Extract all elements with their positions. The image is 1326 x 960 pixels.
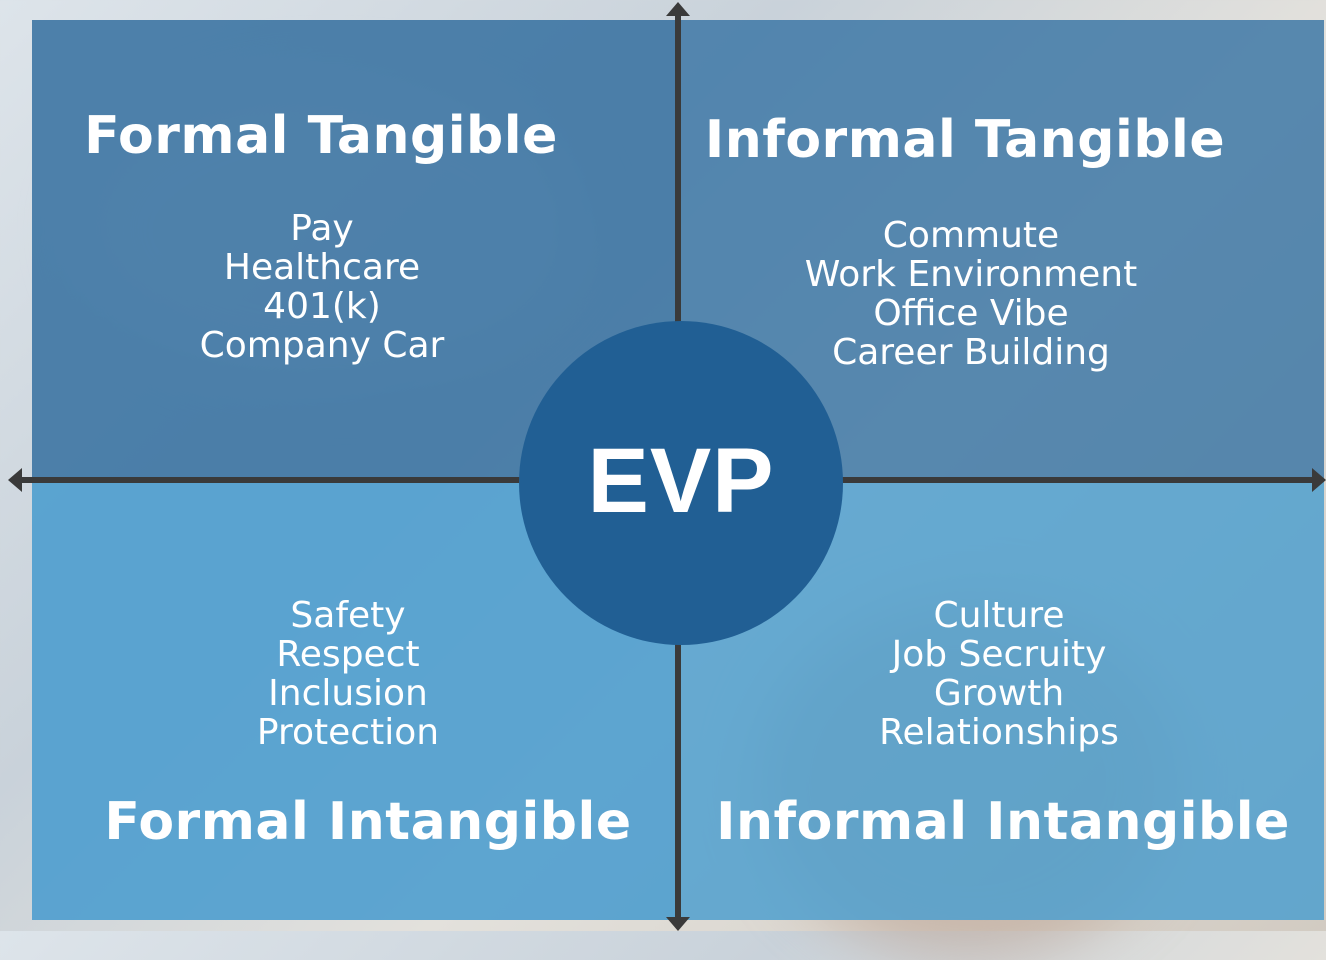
informal-tangible-item-list: Commute Work Environment Office Vibe Car… [648, 216, 1294, 372]
arrow-up-icon [666, 2, 690, 16]
informal-intangible-item-list: Culture Job Secruity Growth Relationship… [676, 596, 1322, 752]
formal-tangible-item-list: Pay Healthcare 401(k) Company Car [0, 209, 645, 365]
arrow-right-icon [1312, 468, 1326, 492]
list-item: Relationships [879, 712, 1119, 753]
quadrant-formal-intangible: Safety Respect Inclusion Protection Form… [32, 480, 678, 920]
list-item: Career Building [832, 332, 1110, 373]
list-item: Company Car [199, 325, 445, 366]
quadrant-title-informal-intangible: Informal Intangible [716, 792, 1290, 852]
list-item: Pay [290, 208, 354, 249]
list-item: Office Vibe [873, 293, 1069, 334]
quadrant-title-formal-tangible: Formal Tangible [84, 106, 558, 166]
arrow-left-icon [8, 468, 22, 492]
list-item: Growth [933, 673, 1065, 714]
list-item: Respect [276, 634, 420, 675]
list-item: Healthcare [223, 247, 421, 288]
list-item: Inclusion [268, 673, 428, 714]
list-item: Work Environment [804, 254, 1138, 295]
quadrant-title-formal-intangible: Formal Intangible [104, 792, 632, 852]
arrow-down-icon [666, 917, 690, 931]
list-item: Protection [256, 712, 440, 753]
center-circle: EVP [519, 321, 843, 645]
list-item: 401(k) [263, 286, 381, 327]
center-label: EVP [587, 429, 775, 532]
formal-intangible-item-list: Safety Respect Inclusion Protection [25, 596, 671, 752]
list-item: Safety [290, 595, 406, 636]
list-item: Culture [933, 595, 1065, 636]
list-item: Job Secruity [891, 634, 1107, 675]
quadrant-title-informal-tangible: Informal Tangible [704, 110, 1226, 170]
list-item: Commute [882, 215, 1060, 256]
